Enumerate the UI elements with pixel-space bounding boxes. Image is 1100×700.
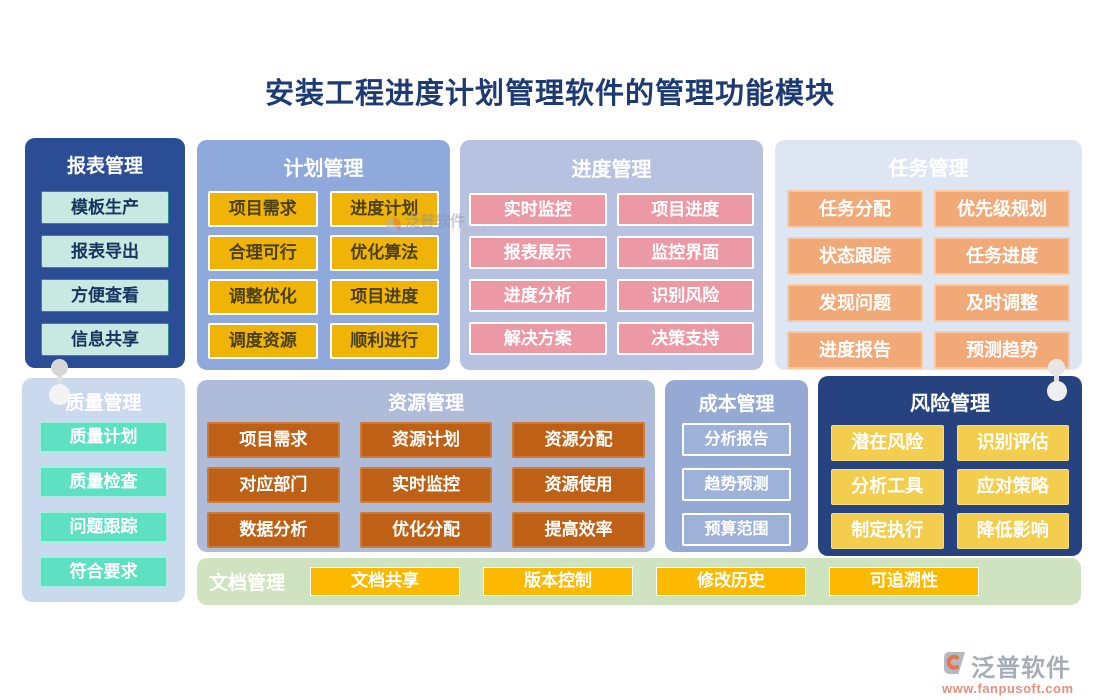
panel-report-management: 报表管理 模板生产 报表导出 方便查看 信息共享 (25, 138, 185, 368)
panel-title-cost: 成本管理 (698, 394, 775, 415)
connector-pin-right-top-circle (1048, 359, 1065, 376)
module-button[interactable]: 识别风险 (616, 279, 754, 312)
module-button[interactable]: 调度资源 (208, 323, 318, 359)
module-button[interactable]: 应对策略 (956, 469, 1069, 505)
module-button[interactable]: 任务分配 (787, 190, 923, 228)
module-button[interactable]: 修改历史 (656, 567, 807, 596)
module-button[interactable]: 项目需求 (207, 422, 340, 458)
module-button[interactable]: 可追溯性 (829, 567, 980, 596)
module-button[interactable]: 任务进度 (934, 237, 1070, 275)
module-button[interactable]: 版本控制 (483, 567, 634, 596)
panel-title-resource: 资源管理 (387, 393, 464, 414)
module-button[interactable]: 资源分配 (512, 422, 645, 458)
module-button[interactable]: 对应部门 (207, 467, 340, 503)
module-button[interactable]: 预算范围 (682, 513, 791, 546)
panel-title-document: 文档管理 (209, 573, 286, 594)
module-button[interactable]: 顺利进行 (329, 323, 439, 359)
connector-pin-left-bottom-circle (49, 384, 70, 405)
module-button[interactable]: 优化分配 (359, 512, 493, 548)
module-button[interactable]: 识别评估 (956, 425, 1069, 461)
panel-progress-management: 进度管理 实时监控 项目进度 报表展示 监控界面 进度分析 识别风险 解决方案 … (460, 140, 763, 370)
module-button[interactable]: 报表展示 (469, 236, 607, 269)
module-button[interactable]: 质量计划 (39, 421, 168, 453)
module-button[interactable]: 合理可行 (208, 235, 318, 271)
panel-title-plan: 计划管理 (283, 158, 364, 180)
vendor-url[interactable]: www.fanpusoft.com (942, 681, 1074, 696)
connector-pin-left-top-circle (51, 359, 68, 376)
panel-task-management: 任务管理 任务分配 优先级规划 状态跟踪 任务进度 发现问题 及时调整 进度报告… (775, 140, 1082, 370)
fanpu-logo-icon (942, 650, 968, 681)
module-button[interactable]: 进度计划 (329, 191, 439, 227)
module-button[interactable]: 状态跟踪 (787, 237, 923, 275)
panel-title-task: 任务管理 (888, 158, 969, 180)
module-button[interactable]: 资源计划 (359, 422, 493, 458)
module-button[interactable]: 优先级规划 (934, 190, 1070, 228)
panel-title-quality: 质量管理 (65, 393, 142, 414)
module-button[interactable]: 信息共享 (41, 323, 169, 356)
module-button[interactable]: 进度报告 (787, 331, 923, 369)
page-title: 安装工程进度计划管理软件的管理功能模块 (264, 78, 835, 110)
module-button[interactable]: 制定执行 (831, 513, 944, 549)
module-button[interactable]: 模板生产 (41, 191, 169, 224)
panel-cost-management: 成本管理 分析报告 趋势预测 预算范围 (665, 380, 808, 552)
module-button[interactable]: 决策支持 (616, 322, 754, 355)
module-button[interactable]: 符合要求 (39, 556, 168, 588)
connector-pin-right-bottom-circle (1047, 381, 1067, 401)
panel-title-risk: 风险管理 (910, 393, 990, 415)
module-button[interactable]: 分析工具 (831, 469, 944, 505)
module-button[interactable]: 项目需求 (208, 191, 318, 227)
module-button[interactable]: 监控界面 (616, 236, 754, 269)
panel-resource-management: 资源管理 项目需求 资源计划 资源分配 对应部门 实时监控 资源使用 数据分析 … (197, 380, 655, 552)
module-button[interactable]: 质量检查 (39, 466, 168, 498)
panel-document-management: 文档管理 文档共享 版本控制 修改历史 可追溯性 (197, 558, 1081, 605)
module-button[interactable]: 项目进度 (616, 193, 754, 226)
module-button[interactable]: 优化算法 (329, 235, 439, 271)
module-button[interactable]: 实时监控 (359, 467, 493, 503)
panel-plan-management: 计划管理 项目需求 进度计划 合理可行 优化算法 调整优化 项目进度 调度资源 … (197, 140, 450, 370)
module-button[interactable]: 趋势预测 (682, 468, 791, 501)
panel-risk-management: 风险管理 潜在风险 识别评估 分析工具 应对策略 制定执行 降低影响 (818, 376, 1082, 556)
vendor-logo: 泛普软件 www.fanpusoft.com (942, 648, 1074, 696)
module-button[interactable]: 及时调整 (934, 284, 1070, 322)
module-button[interactable]: 提高效率 (512, 512, 645, 548)
module-button[interactable]: 实时监控 (469, 193, 607, 226)
module-button[interactable]: 方便查看 (41, 279, 169, 312)
module-button[interactable]: 问题跟踪 (39, 511, 168, 543)
module-button[interactable]: 解决方案 (469, 322, 607, 355)
module-button[interactable]: 资源使用 (512, 467, 645, 503)
panel-title-progress: 进度管理 (571, 159, 652, 181)
module-button[interactable]: 项目进度 (329, 279, 439, 315)
module-button[interactable]: 报表导出 (41, 235, 169, 268)
module-button[interactable]: 分析报告 (682, 423, 791, 456)
module-button[interactable]: 潜在风险 (831, 425, 944, 461)
module-button[interactable]: 发现问题 (787, 284, 923, 322)
connector-pin-left (57, 365, 62, 395)
panel-quality-management: 质量管理 质量计划 质量检查 问题跟踪 符合要求 (22, 378, 185, 602)
module-button[interactable]: 进度分析 (469, 279, 607, 312)
vendor-name: 泛普软件 (971, 655, 1071, 682)
connector-pin-right (1054, 362, 1059, 390)
panel-title-report: 报表管理 (66, 156, 143, 177)
module-button[interactable]: 数据分析 (207, 512, 340, 548)
module-button[interactable]: 预测趋势 (934, 331, 1070, 369)
module-button[interactable]: 文档共享 (310, 567, 461, 596)
module-button[interactable]: 降低影响 (956, 513, 1069, 549)
module-button[interactable]: 调整优化 (208, 279, 318, 315)
